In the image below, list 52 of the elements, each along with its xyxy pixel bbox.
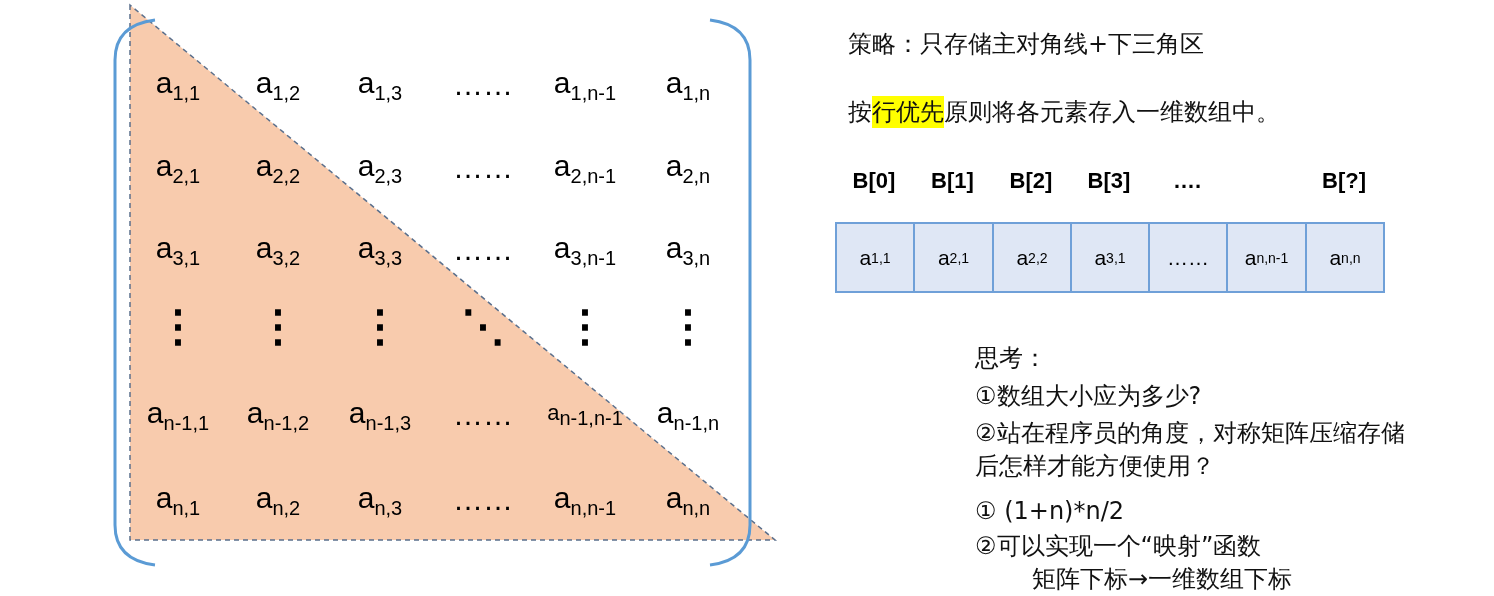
index-label: B[2] (1009, 168, 1053, 194)
matrix-entry: a$_{2,3}$ (357, 148, 403, 188)
question-text: 思考： (975, 343, 1047, 374)
matrix-entry: a$_{n,1}$ (155, 480, 201, 520)
matrix-entry: a$_{n-1,n}$ (656, 395, 720, 435)
matrix-entry: a$_{2,1}$ (155, 148, 201, 188)
matrix-entry: a$_{3,n-1}$ (553, 230, 617, 270)
sentence-text: 原则将各元素存入一维数组中。 (944, 97, 1280, 128)
matrix-entry: a$_{3,1}$ (155, 230, 201, 270)
ellipsis-mark: ⋮ (358, 299, 402, 351)
question-text: ②站在程序员的角度，对称矩阵压缩存储后怎样才能方便使用？ (975, 418, 1406, 482)
ellipsis-mark: …… (453, 151, 513, 185)
ellipsis-mark: ⋮ (666, 299, 710, 351)
ellipsis-mark: ⋮ (156, 299, 200, 351)
highlighted-text: 行优先 (872, 96, 944, 128)
ellipsis-mark: …… (453, 233, 513, 267)
matrix-entry: a$_{n-1,3}$ (348, 395, 412, 435)
index-label: B[3] (1087, 168, 1131, 194)
index-label: B[0] (852, 168, 896, 194)
matrix-entry: a$_{2,2}$ (255, 148, 301, 188)
ellipsis-mark: ⋮ (563, 299, 607, 351)
ellipsis-mark: …… (453, 398, 513, 432)
matrix-entry: a$_{n,3}$ (357, 480, 403, 520)
answer-text: ① (1+n)*n/2 (975, 497, 1125, 525)
matrix-entry: a$_{3,2}$ (255, 230, 301, 270)
sentence-text: 按 (848, 97, 872, 128)
matrix-entry: a$_{n-1,1}$ (146, 395, 210, 435)
matrix-entry: a$_{n,2}$ (255, 480, 301, 520)
matrix-entry: a$_{1,n-1}$ (553, 65, 617, 105)
index-label: B[?] (1322, 168, 1366, 194)
matrix-entry: a$_{n,n-1}$ (553, 480, 617, 520)
ellipsis-mark: …… (453, 68, 513, 102)
matrix-entry: a$_{3,n}$ (665, 230, 711, 270)
ellipsis-mark: ⋱ (461, 299, 505, 351)
matrix-entry: a$_{1,1}$ (155, 65, 201, 105)
index-label: B[1] (931, 168, 974, 194)
ellipsis-mark: …… (453, 483, 513, 517)
matrix-entry: a$_{1,2}$ (255, 65, 301, 105)
matrix-entry: a$_{1,n}$ (665, 65, 711, 105)
matrix-entry: a$_{2,n-1}$ (553, 148, 617, 188)
answer-text: ②可以实现一个“映射”函数 (975, 531, 1262, 562)
matrix-entry: a$_{n-1,2}$ (246, 395, 310, 435)
strategy-text: 策略：只存储主对角线+下三角区 (848, 29, 1205, 60)
answer-text: 矩阵下标→一维数组下标 (1032, 564, 1293, 595)
index-label: …. (1172, 168, 1202, 194)
question-text: ①数组大小应为多少? (975, 381, 1202, 412)
array-cell: …… (1148, 222, 1228, 293)
ellipsis-mark: ⋮ (256, 299, 300, 351)
matrix-entry: a$_{n,n}$ (665, 480, 711, 520)
matrix-entry: a$_{3,3}$ (357, 230, 403, 270)
matrix-entry: a$_{1,3}$ (357, 65, 403, 105)
matrix-entry: a$_{2,n}$ (665, 148, 711, 188)
